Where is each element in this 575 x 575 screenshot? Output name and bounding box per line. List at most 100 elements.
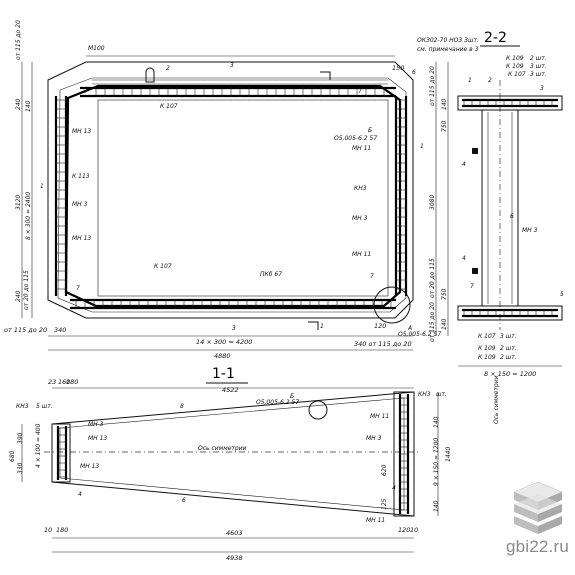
s22-dim-3080: 3080 [429,195,436,210]
label-mn3-left: МН 3 [72,201,88,208]
section-mark-1-label: 1 [320,323,324,330]
note-top: ОКЗ02-70 НО3 3шт. [417,37,479,44]
s22-dim-bottom: от 115 до 20 [429,302,436,342]
callout-7b: 7 [358,88,362,95]
s22-dim-140a: 140 [441,98,448,110]
dim-340-right: 340 от 115 до 20 [354,340,412,348]
dim-4880: 4880 [214,352,231,360]
s11-mn3-left: МН 3 [88,421,104,428]
label-k107-bottom: К 107 [154,263,172,270]
s22-dim-140b: 140 [441,318,448,330]
lifting-loop-icon [145,67,155,83]
plan-top-bars [92,79,388,85]
brand-logo-icon [513,481,563,534]
s11-kn3-right-qty: шт. [436,391,447,398]
s11-dim-180: 180 [66,378,78,386]
s22-k109b-qty: 3 шт. [530,63,547,70]
s11-mn13-left2: МН 13 [80,463,99,470]
dim-left-bottom: от 20 до 115 [23,270,30,310]
s22-mn3: МН 3 [522,227,538,234]
section-1-1-ties [57,397,409,511]
s11-mn13-left: МН 13 [88,435,107,442]
s11-dim-620: 620 [381,464,388,476]
plan-ties-top [95,87,385,97]
s22-dim-750a: 750 [441,120,448,132]
s11-cb: Б [290,393,294,400]
s11-dim-4938: 4938 [226,554,243,562]
s22-dim-mid: от 20 до 115 [429,258,436,298]
s11-weld: О5,005-6.2 57 [256,399,299,406]
s11-c4: 4 [78,491,82,498]
section-2-2: 2-2 3080 750 750 140 140 от 115 до 20 от… [429,30,564,424]
s11-dim-23: 23 [48,378,56,386]
s11-dim-140b: 140 [433,500,440,512]
s11-kn3-right: КН3 [418,391,431,398]
s22-k109a-qty: 2 шт. [530,55,547,62]
callout-2: 2 [166,65,170,72]
s11-kn3-left-qty: 5 шт. [36,403,53,410]
s11-mn11-r: МН 11 [370,413,389,420]
s11-dim-4x100: 4 × 100 = 400 [35,423,42,468]
callout-b: Б [368,127,372,134]
label-k113: К 113 [72,173,90,180]
section-2-2-title: 2-2 [484,30,507,46]
section-2-2-ties [463,99,553,317]
s11-dim-9x150: 9 × 150 = 1200 [433,438,440,486]
section-1-1: 1-1 4522 4603 4938 680 330 390 4 × 100 =… [9,366,452,562]
label-m100: М100 [88,45,105,52]
callout-7c: 7 [370,273,374,280]
s22-c7: 7 [470,283,474,290]
s11-dim-160: 160 [58,378,70,386]
s11-c8: 8 [180,403,184,410]
s22-k107-qty: 3 шт. [530,71,547,78]
s11-dim-330: 330 [17,462,24,474]
callout-1a: 1 [420,143,424,150]
label-mn13-top: МН 13 [72,128,91,135]
s22-k109c: К 109 [478,345,496,352]
callout-a: А [407,325,412,332]
label-mn11-upper: МН 11 [352,145,371,152]
s11-dim-1440: 1440 [445,447,452,462]
s22-c6: 6 [510,213,514,220]
plan-view: 1 М100 2 3 К 107 МН 13 К 113 МН 3 МН 13 … [4,20,479,360]
label-mn11-right: МН 11 [352,251,371,258]
s22-c1: 1 [468,77,472,84]
s22-stirrup-upper [472,148,478,154]
s11-axis: Ось симметрии [198,445,247,452]
dim-240b: 240 [15,290,22,302]
detail-circle-b [308,400,328,420]
callout-1b: 1 [40,183,44,190]
s22-stirrup-lower [472,268,478,274]
label-mn3-right: МН 3 [352,215,368,222]
s11-kn3-left: КН3 [16,403,29,410]
s22-k107b: К 107 [478,333,496,340]
s11-dim-125: 125 [381,498,388,510]
section-mark-2 [320,71,331,80]
s22-k109b: К 109 [506,63,524,70]
label-weld-lower: О5,005-6.2 57 [398,331,441,338]
dim-120: 120 [374,322,386,330]
s22-k107: К 107 [508,71,526,78]
dim-150: 150 [392,64,404,72]
dim-left-bottom-2: от 115 до 20 [4,326,47,334]
callout-7d: 7 [76,285,80,292]
s22-c3: 3 [540,85,544,92]
s22-c5: 5 [560,291,564,298]
s22-dim-top: от 115 до 20 [429,66,436,106]
s22-k107b-qty: 3 шт. [500,333,517,340]
plan-ties-left [55,99,67,290]
dim-140: 140 [25,100,32,112]
s22-dim-8x150: 8 × 150 = 1200 [484,370,536,378]
s11-dim-180b: 180 [56,526,68,534]
s22-k109d: К 109 [478,354,496,361]
dim-14x300: 14 × 300 = 4200 [196,338,252,346]
plan-ties-bottom [75,299,392,309]
label-kn3-right: КН3 [354,185,367,192]
s11-mn3-r: МН 3 [366,435,382,442]
label-k107-top: К 107 [160,103,178,110]
s22-c4: 4 [462,161,466,168]
label-weld-upper: О5,005-6.2 57 [334,135,377,142]
s11-mn11-r2: МН 11 [366,517,385,524]
dim-240a: 240 [15,98,22,110]
